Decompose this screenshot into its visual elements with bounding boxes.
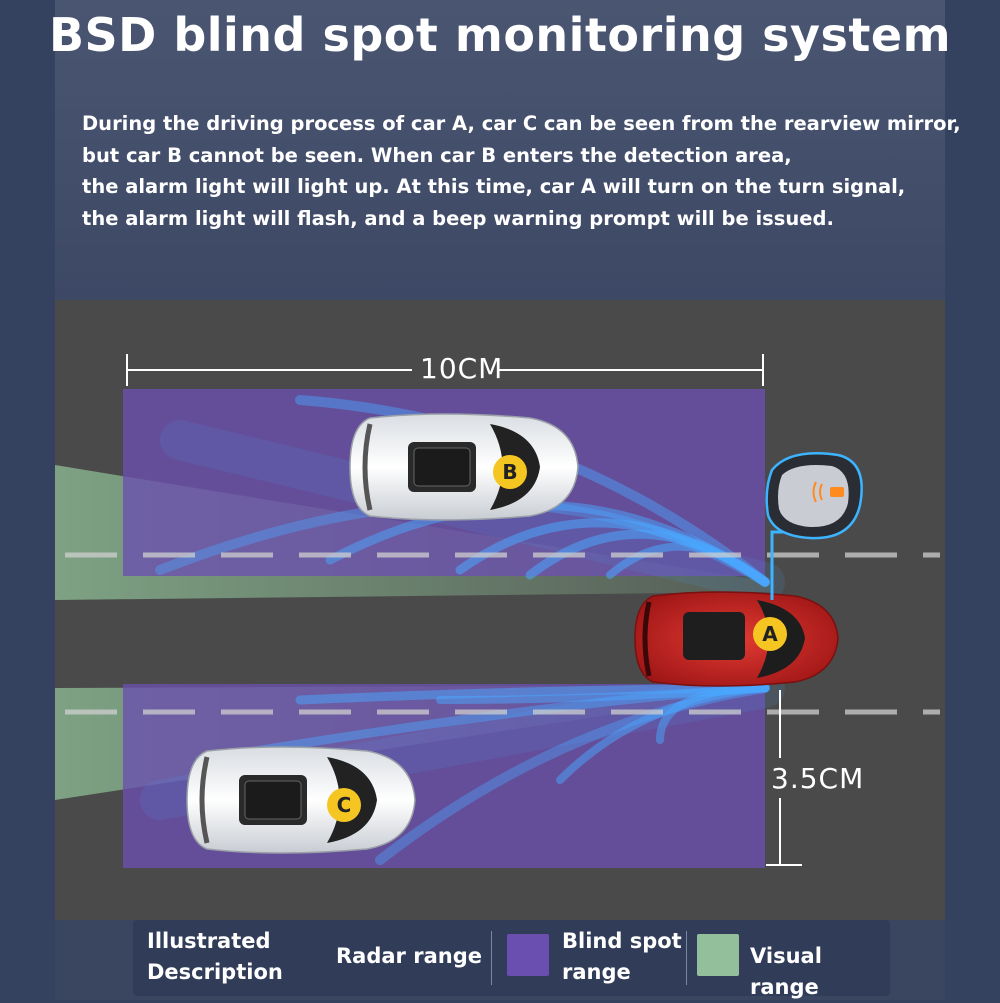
visual-range-swatch (697, 934, 739, 976)
legend-radar-label: Radar range (336, 944, 482, 968)
car-b-label: B (493, 455, 527, 489)
length-dimension-label: 10CM (420, 352, 504, 385)
legend-visual-label: Visual range (750, 944, 822, 999)
car-b (349, 413, 579, 521)
description-line: During the driving process of car A, car… (82, 112, 961, 135)
width-dimension-line (766, 690, 802, 866)
car-c (186, 746, 416, 854)
legend: Illustrated Description Radar range Blin… (133, 920, 890, 999)
legend-divider (686, 931, 687, 985)
description-line: the alarm light will light up. At this t… (82, 175, 906, 198)
length-dimension-line (126, 354, 764, 386)
legend-blind-spot-label: Blind spot range (562, 929, 682, 984)
blind-spot-alert-icon (812, 481, 844, 503)
legend-divider (491, 931, 492, 985)
width-dimension-label: 3.5CM (771, 762, 865, 795)
legend-heading: Illustrated Description (147, 929, 283, 984)
car-c-label: C (327, 788, 361, 822)
page-title: BSD blind spot monitoring system (48, 8, 952, 62)
description: During the driving process of car A, car… (82, 108, 961, 234)
side-mirror-icon (765, 452, 863, 540)
description-line: the alarm light will flash, and a beep w… (82, 206, 834, 230)
car-a-label: A (753, 617, 787, 651)
car-a (634, 591, 839, 687)
description-line: but car B cannot be seen. When car B ent… (82, 143, 792, 167)
blind-spot-swatch (507, 934, 549, 976)
